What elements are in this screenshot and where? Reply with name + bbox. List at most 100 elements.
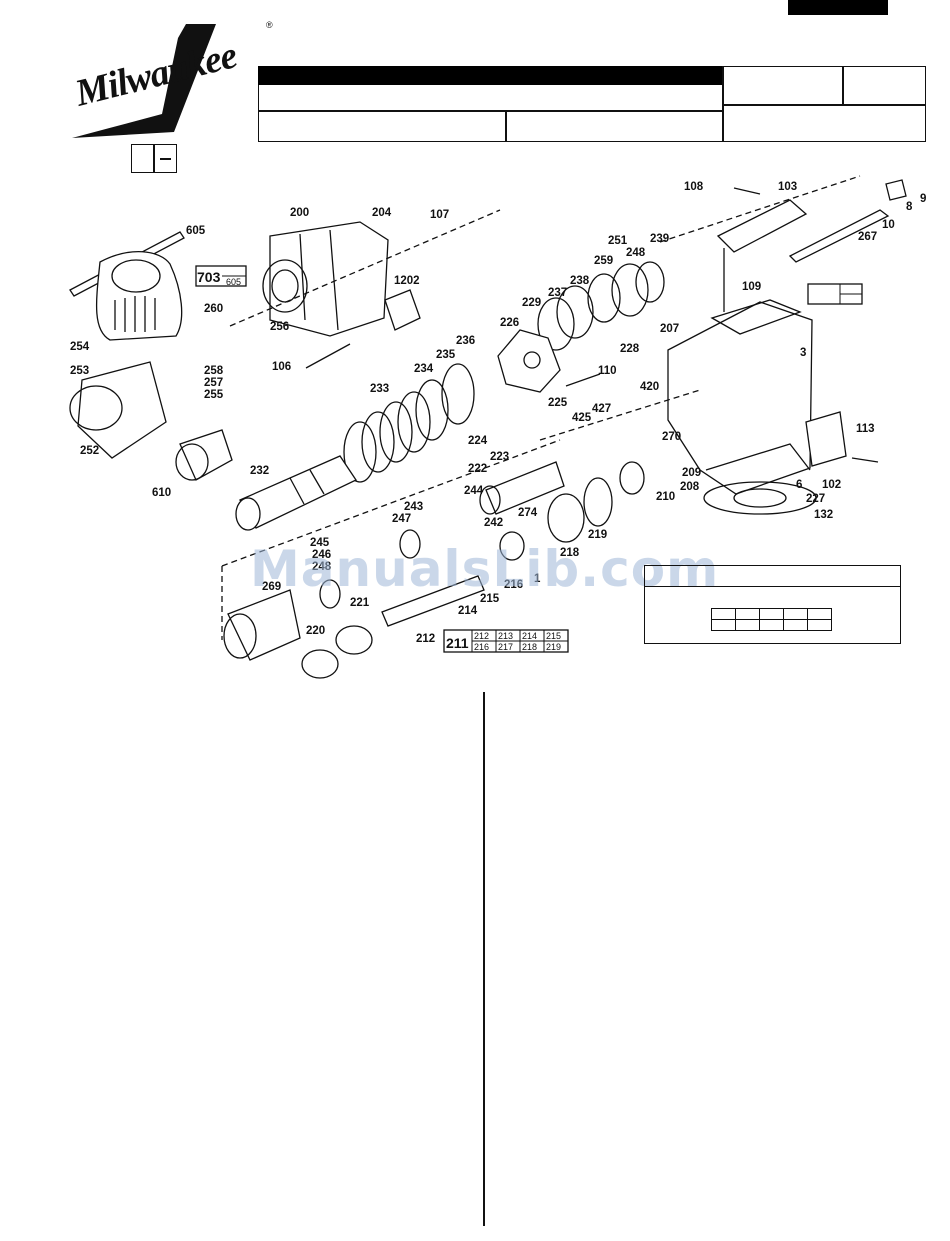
part-label-9: 9 [920,193,926,205]
legend-grid [711,608,832,631]
title-block-rule [722,104,926,106]
part-label-1: 1 [534,573,541,585]
part-label-225: 225 [548,397,568,409]
part-label-235: 235 [436,349,456,361]
kit-211-part: 214 [522,631,537,641]
part-label-226: 226 [500,317,519,329]
part-label-234: 234 [414,363,434,375]
part-label-3: 3 [800,347,806,359]
kit-703-label: 703 [197,269,221,285]
part-label-215: 215 [480,593,500,605]
kit-box-703: 703 605 [195,265,247,287]
part-label-108: 108 [684,181,704,193]
part-label-427: 427 [592,403,611,415]
part-label-8: 8 [906,201,913,213]
part-label-113: 113 [856,423,875,435]
part-label-259: 259 [594,255,613,267]
column-separator [483,692,485,1226]
part-label-102: 102 [822,479,841,491]
part-label-222: 222 [468,463,487,475]
part-label-254: 254 [70,341,90,353]
part-label-214: 214 [458,605,478,617]
part-label-204: 204 [372,207,392,219]
part-label-228: 228 [620,343,640,355]
part-label-208: 208 [680,481,700,493]
part-label-109: 109 [742,281,761,293]
part-label-251: 251 [608,235,628,247]
part-label-107: 107 [430,209,449,221]
part-label-246: 246 [312,549,331,561]
part-label-6: 6 [796,479,802,491]
kit-211-part: 216 [474,642,489,652]
part-label-237: 237 [548,287,567,299]
part-label-257: 257 [204,377,223,389]
part-label-256: 256 [270,321,289,333]
part-label-221: 221 [350,597,370,609]
part-label-110: 110 [598,365,617,377]
kit-box-211: 211 212 213 214 215 216 217 218 219 [443,629,569,653]
part-label-106: 106 [272,361,291,373]
part-label-610: 610 [152,487,171,499]
part-label-233: 233 [370,383,389,395]
part-label-236: 236 [456,335,475,347]
part-label-269: 269 [262,581,281,593]
part-label-243: 243 [404,501,423,513]
title-block-divider [842,66,844,104]
part-label-253: 253 [70,365,89,377]
exploded-parts-diagram: 703 605 211 212 213 214 215 216 217 218 … [69,175,926,679]
part-label-255: 255 [204,389,224,401]
kit-211-part: 215 [546,631,561,641]
logo-wordmark: Milwaukee [70,34,241,115]
kit-703-sub: 605 [226,277,241,287]
part-label-425: 425 [572,412,592,424]
milwaukee-logo-icon: Milwaukee ® [70,20,273,138]
part-label-219: 219 [588,529,607,541]
part-label-210: 210 [656,491,675,503]
part-label-238: 238 [570,275,590,287]
header-black-bar [788,0,888,15]
kit-211-part: 219 [546,642,561,652]
part-label-1202: 1202 [394,275,420,287]
part-label-270: 270 [662,431,681,443]
part-label-220: 220 [306,625,325,637]
part-label-224: 224 [468,435,488,447]
title-block-divider [505,110,507,142]
part-label-247: 247 [392,513,411,525]
part-label-248: 248 [626,247,646,259]
part-label-10: 10 [882,219,895,231]
kit-211-label: 211 [446,635,469,651]
kit-211-part: 218 [522,642,537,652]
part-label-223: 223 [490,451,509,463]
part-label-216: 216 [504,579,523,591]
part-label-207: 207 [660,323,679,335]
part-label-274: 274 [518,507,538,519]
part-label-103: 103 [778,181,797,193]
part-label-209: 209 [682,467,701,479]
part-label-267: 267 [858,231,877,243]
part-label-244: 244 [464,485,484,497]
part-label-605: 605 [186,225,206,237]
part-label-260: 260 [204,303,223,315]
part-label-218: 218 [560,547,580,559]
part-label-252: 252 [80,445,99,457]
part-label-248: 248 [312,561,332,573]
part-label-258: 258 [204,365,224,377]
kit-211-part: 212 [474,631,489,641]
part-label-420: 420 [640,381,659,393]
page-index-box [131,144,177,173]
part-label-232: 232 [250,465,269,477]
kit-211-part: 213 [498,631,513,641]
kit-211-part: 217 [498,642,513,652]
legend-box [644,565,901,644]
part-label-132: 132 [814,509,833,521]
title-block-rule [258,110,724,112]
part-label-242: 242 [484,517,503,529]
part-label-212: 212 [416,633,435,645]
registered-mark: ® [266,20,273,30]
part-label-229: 229 [522,297,541,309]
title-block-black-band [258,66,724,85]
part-label-200: 200 [290,207,309,219]
part-label-239: 239 [650,233,669,245]
part-label-245: 245 [310,537,330,549]
part-label-227: 227 [806,493,825,505]
